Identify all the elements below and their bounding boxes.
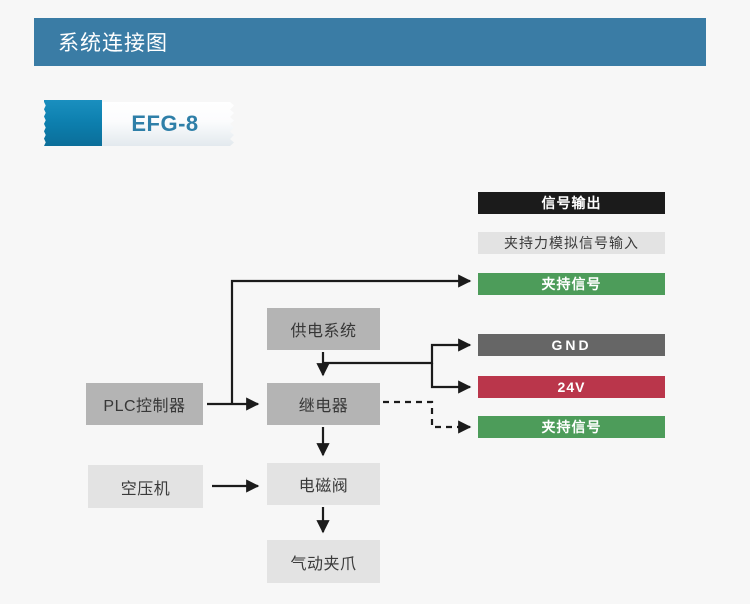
node-plc-controller-label: PLC控制器	[103, 398, 186, 415]
signal-bar-clamp-signal-bottom-label: 夹持信号	[541, 419, 602, 435]
signal-bar-24v: 24V	[478, 376, 665, 398]
signal-bar-signal-output-label: 信号输出	[541, 195, 602, 211]
page-title: 系统连接图	[58, 32, 168, 55]
signal-bar-clamp-signal-top-label: 夹持信号	[541, 276, 602, 292]
node-relay[interactable]: 继电器	[267, 383, 380, 425]
node-solenoid-valve-label: 电磁阀	[298, 478, 349, 495]
node-relay-label: 继电器	[298, 398, 349, 415]
header-bar: 系统连接图	[34, 18, 706, 66]
signal-bar-signal-output: 信号输出	[478, 192, 665, 214]
badge-label-plate: EFG-8	[102, 102, 234, 146]
wire-relay-to-clamp-signal-dashed	[383, 400, 472, 434]
signal-bar-clamp-force-analog-label: 夹持力模拟信号输入	[504, 235, 639, 251]
badge-accent-tab	[44, 100, 102, 146]
badge-model-text: EFG-8	[131, 111, 199, 136]
node-air-compressor[interactable]: 空压机	[88, 465, 203, 508]
signal-bar-clamp-force-analog: 夹持力模拟信号输入	[478, 232, 665, 254]
node-power-supply-label: 供电系统	[290, 323, 357, 340]
node-pneumatic-gripper-label: 气动夹爪	[290, 555, 357, 573]
signal-bar-clamp-signal-top: 夹持信号	[478, 273, 665, 295]
node-plc-controller[interactable]: PLC控制器	[86, 383, 203, 425]
signal-bar-24v-label: 24V	[557, 379, 586, 395]
node-pneumatic-gripper[interactable]: 气动夹爪	[267, 540, 380, 583]
node-solenoid-valve[interactable]: 电磁阀	[267, 463, 380, 505]
model-badge: EFG-8	[44, 100, 234, 146]
node-air-compressor-label: 空压机	[120, 480, 171, 498]
node-power-supply[interactable]: 供电系统	[267, 308, 380, 350]
signal-bar-clamp-signal-bottom: 夹持信号	[478, 416, 665, 438]
signal-bar-gnd-label: GND	[551, 337, 592, 353]
wire-power-branch-to-24v	[430, 363, 472, 394]
signal-bar-gnd: GND	[478, 334, 665, 356]
